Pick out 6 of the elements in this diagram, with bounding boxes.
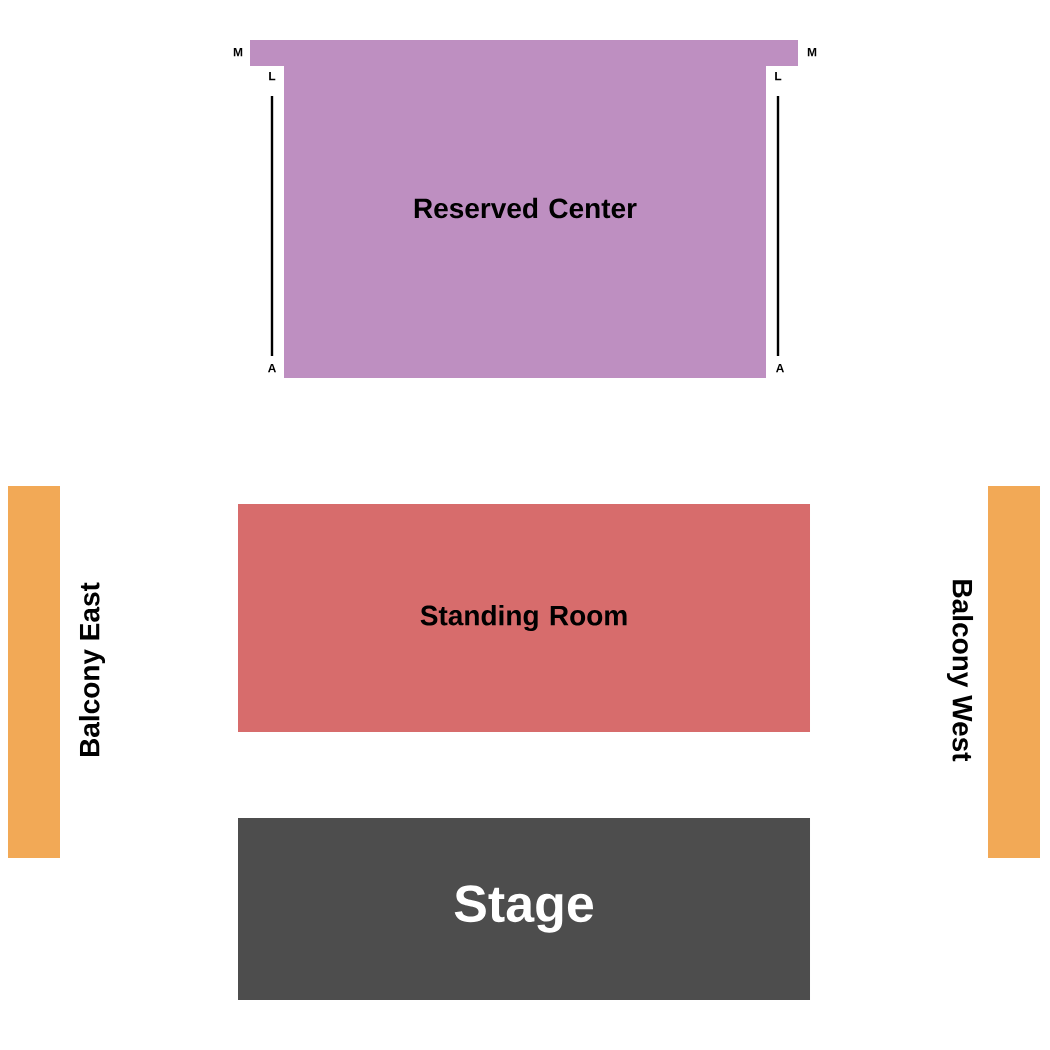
node-label: Balcony East <box>78 582 106 757</box>
balcony-section: Balcony West <box>946 486 1040 858</box>
stage-area: Stage <box>238 818 810 1000</box>
node-label: Balcony West <box>946 580 974 762</box>
seating-section: Standing Room <box>238 504 810 732</box>
balcony-section: Balcony East <box>8 486 106 858</box>
